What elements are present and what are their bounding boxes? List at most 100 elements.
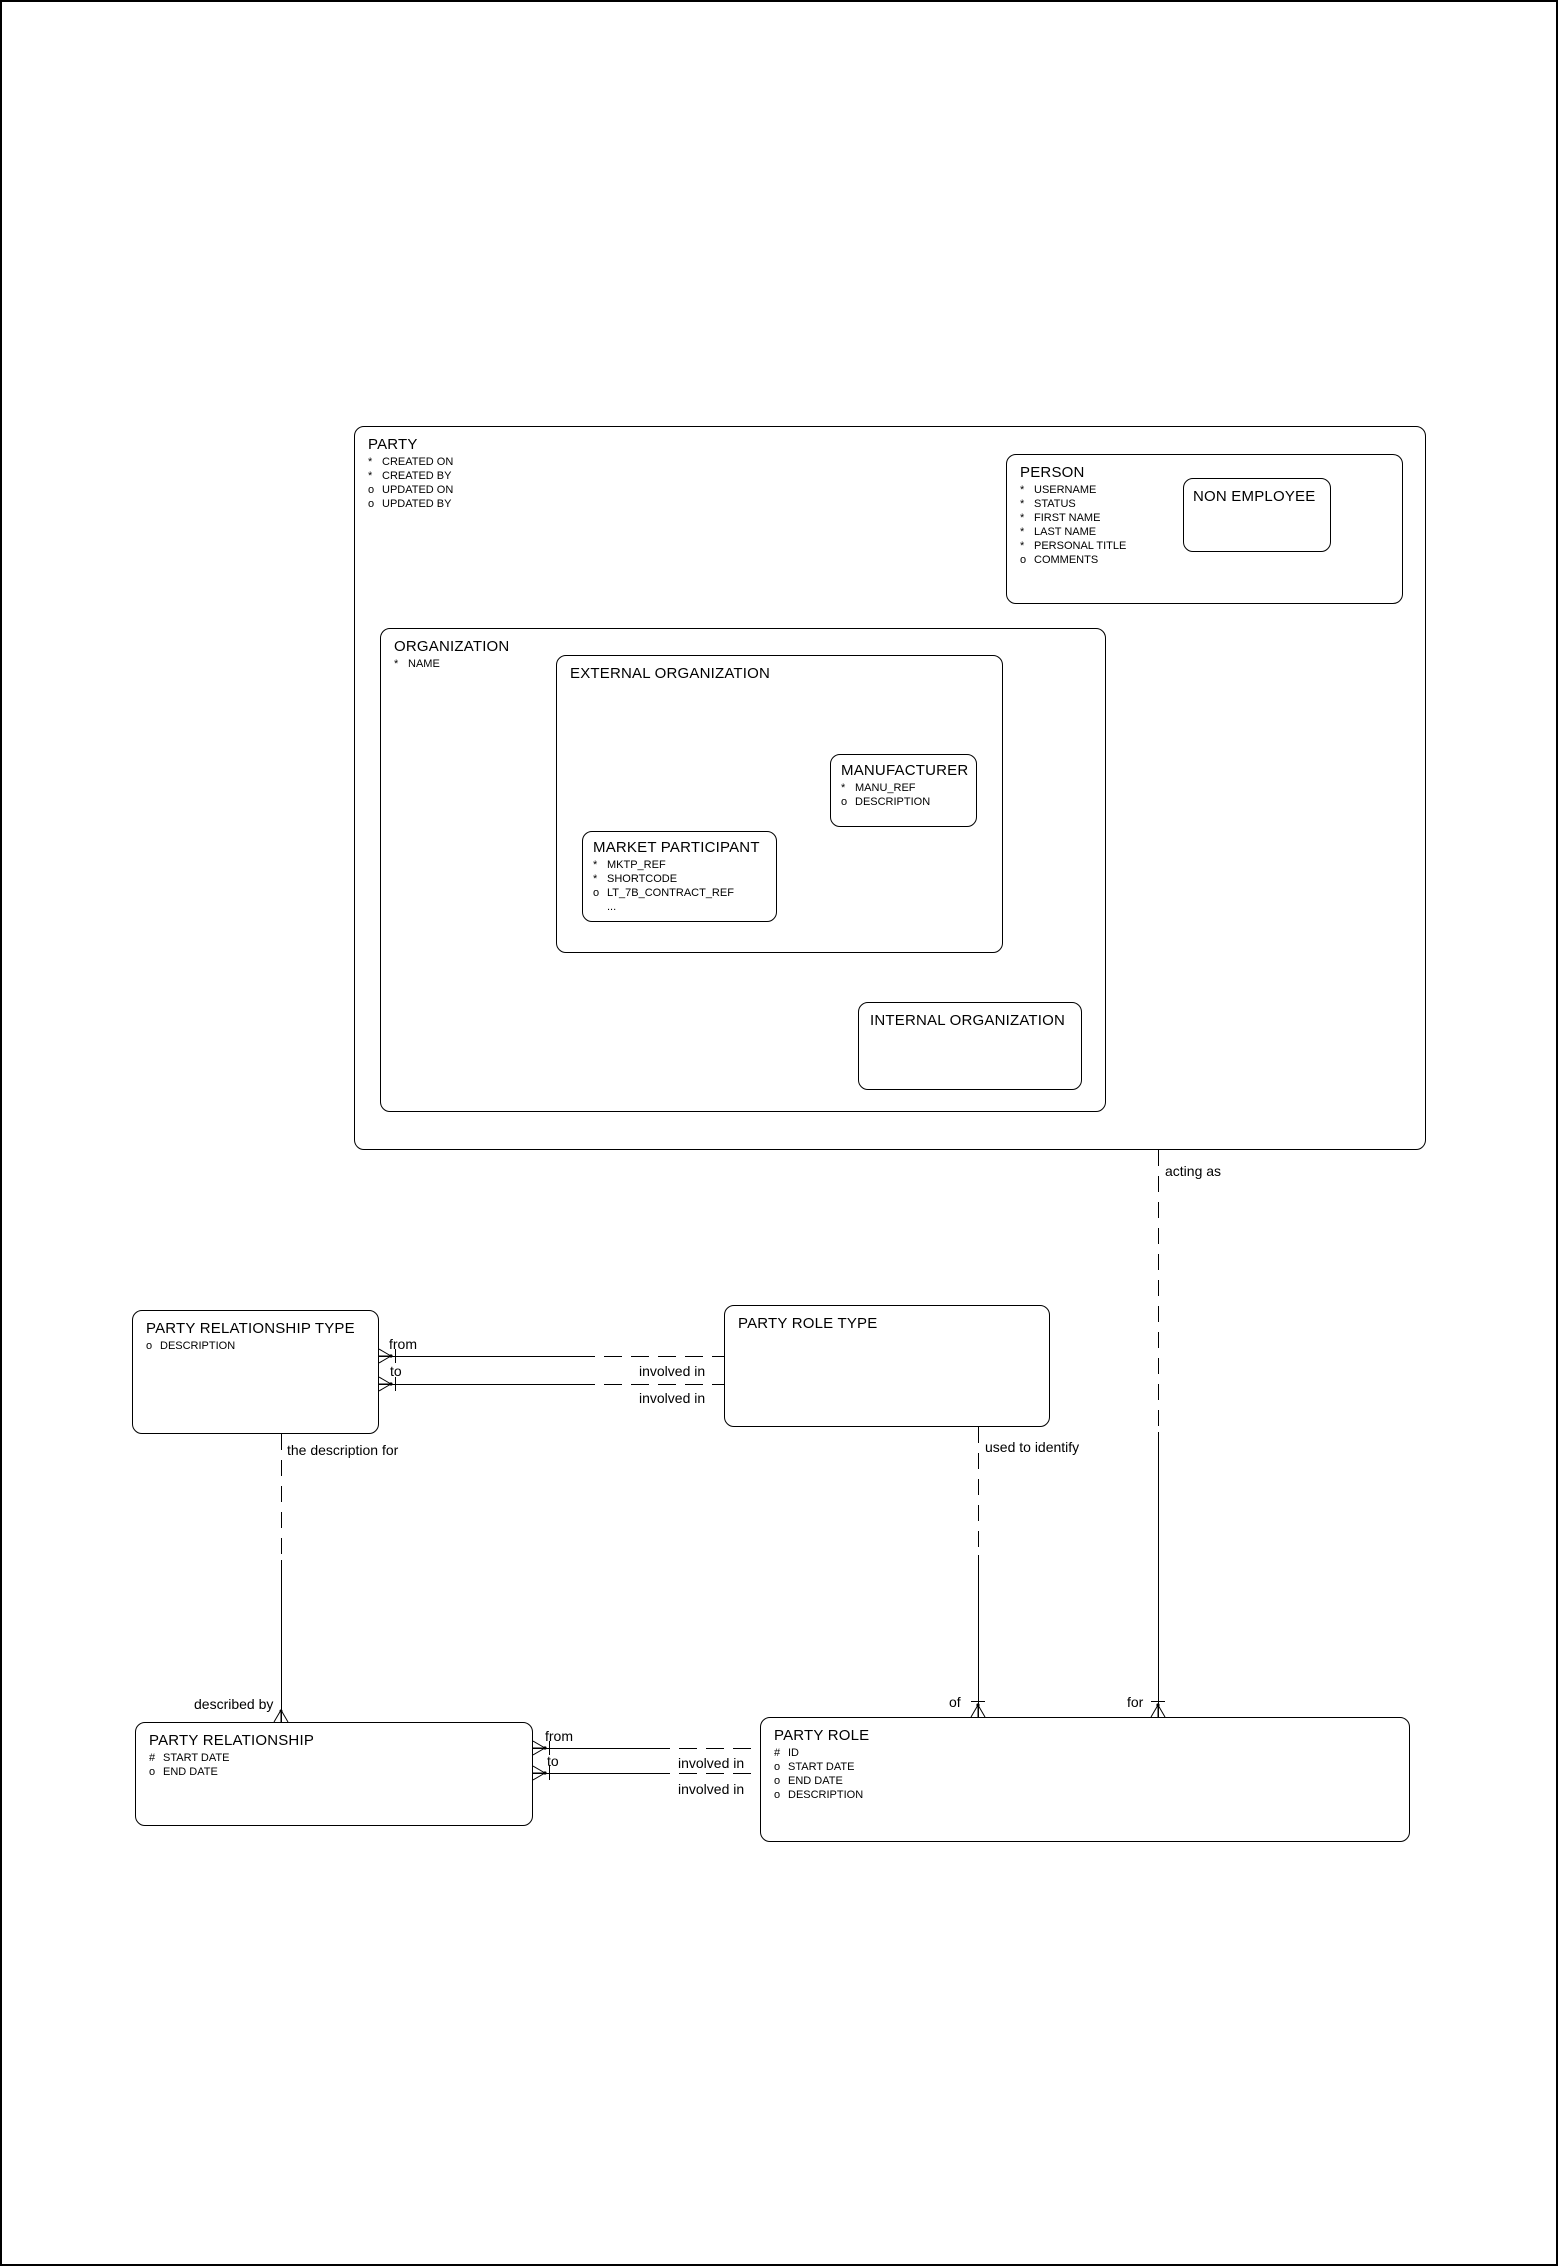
entity-title: MANUFACTURER bbox=[841, 762, 969, 779]
attribute-optionality: # bbox=[774, 1747, 781, 1759]
rel-line-acting-solid bbox=[1158, 1432, 1159, 1717]
attribute-optionality: * bbox=[1020, 484, 1025, 496]
attribute-optionality: o bbox=[368, 484, 375, 496]
attribute-row: * USERNAME bbox=[1007, 483, 1402, 497]
rel-line-type-from-dashed bbox=[577, 1356, 724, 1357]
attribute-row: * PERSONAL TITLE bbox=[1007, 539, 1402, 553]
entity-title: INTERNAL ORGANIZATION bbox=[870, 1012, 1066, 1029]
rel-label-described-by: described by bbox=[194, 1696, 274, 1712]
attribute-row: *STATUS bbox=[1007, 497, 1402, 511]
entity-party-relationship: PARTY RELATIONSHIP # START DATE o END DATE bbox=[135, 1722, 533, 1826]
entity-title: PARTY ROLE bbox=[774, 1727, 870, 1744]
attribute-optionality: o bbox=[593, 887, 600, 899]
attribute-optionality: * bbox=[593, 873, 598, 885]
rel-label-involved-in: involved in bbox=[639, 1363, 706, 1379]
attribute-optionality: o bbox=[774, 1789, 781, 1801]
entity-title: ORGANIZATION bbox=[394, 638, 510, 655]
rel-label-from: from bbox=[545, 1728, 573, 1744]
attribute-row: * SHORTCODE bbox=[583, 872, 776, 886]
attribute-name: UPDATED ON bbox=[382, 484, 454, 496]
attribute-row: *MANU_REF bbox=[831, 781, 976, 795]
rel-label-of: of bbox=[949, 1694, 961, 1710]
crowfoot-many-uid-icon bbox=[970, 1698, 986, 1718]
attribute-optionality: o bbox=[368, 498, 375, 510]
attribute-optionality: * bbox=[1020, 498, 1025, 510]
rel-label-involved-in: involved in bbox=[678, 1755, 745, 1771]
rel-line-description-solid bbox=[281, 1560, 282, 1722]
entity-non-employee: NON EMPLOYEE bbox=[1183, 478, 1331, 552]
attribute-name: SHORTCODE bbox=[607, 873, 678, 885]
attribute-row: * NAME bbox=[381, 657, 1105, 671]
attribute-optionality: * bbox=[368, 470, 373, 482]
attribute-optionality: * bbox=[593, 859, 598, 871]
attribute-optionality: * bbox=[1020, 526, 1025, 538]
attribute-optionality: # bbox=[149, 1752, 156, 1764]
entity-party-role-type: PARTY ROLE TYPE bbox=[724, 1305, 1050, 1427]
attribute-name: NAME bbox=[408, 658, 440, 670]
entity-external-organization: EXTERNAL ORGANIZATION bbox=[556, 655, 1003, 953]
entity-person: PERSON * USERNAME *STATUS * FIRST NAME * LA… bbox=[1006, 454, 1403, 604]
rel-line-rel-to-solid bbox=[533, 1773, 652, 1774]
attribute-optionality: o bbox=[149, 1766, 156, 1778]
attribute-optionality: * bbox=[394, 658, 399, 670]
attribute-name: DESCRIPTION bbox=[788, 1789, 864, 1801]
rel-label-involved-in: involved in bbox=[678, 1781, 745, 1797]
attribute-name: UPDATED BY bbox=[382, 498, 452, 510]
attribute-name: START DATE bbox=[163, 1752, 230, 1764]
attribute-name: MKTP_REF bbox=[607, 859, 666, 871]
rel-label-for: for bbox=[1127, 1694, 1144, 1710]
attribute-name: USERNAME bbox=[1034, 484, 1097, 496]
rel-line-type-to-solid bbox=[379, 1384, 577, 1385]
rel-line-description-dashed bbox=[281, 1434, 282, 1560]
attribute-name: CREATED ON bbox=[382, 456, 454, 468]
attribute-row: # START DATE bbox=[136, 1751, 532, 1765]
attribute-name: END DATE bbox=[163, 1766, 218, 1778]
rel-line-type-from-solid bbox=[379, 1356, 577, 1357]
rel-line-type-to-dashed bbox=[577, 1384, 724, 1385]
attribute-name: PERSONAL TITLE bbox=[1034, 540, 1127, 552]
rel-line-identify-dashed bbox=[978, 1427, 979, 1555]
rel-label-used-to-identify: used to identify bbox=[985, 1439, 1080, 1455]
entity-title: PERSON bbox=[1020, 464, 1085, 481]
attribute-name: START DATE bbox=[788, 1761, 855, 1773]
attribute-name: CREATED BY bbox=[382, 470, 452, 482]
crowfoot-many-icon bbox=[379, 1348, 399, 1364]
attribute-name: END DATE bbox=[788, 1775, 843, 1787]
attribute-name: MANU_REF bbox=[855, 782, 916, 794]
entity-title: EXTERNAL ORGANIZATION bbox=[570, 665, 771, 682]
rel-line-identify-solid bbox=[978, 1555, 979, 1717]
entity-internal-organization: INTERNAL ORGANIZATION bbox=[858, 1002, 1082, 1090]
attribute-row: ... bbox=[583, 900, 776, 914]
entity-market-participant: MARKET PARTICIPANT *MKTP_REF *SHORTCODE … bbox=[582, 831, 777, 922]
crowfoot-many-icon bbox=[273, 1709, 289, 1723]
attribute-name: LAST NAME bbox=[1034, 526, 1097, 538]
rel-label-to: to bbox=[547, 1753, 559, 1769]
entity-organization: ORGANIZATION * NAME bbox=[380, 628, 1106, 1112]
entity-title: PARTY RELATIONSHIP TYPE bbox=[146, 1320, 355, 1337]
attribute-row: o DESCRIPTION bbox=[761, 1788, 1409, 1802]
rel-line-acting-dashed bbox=[1158, 1150, 1159, 1432]
attribute-optionality: * bbox=[1020, 512, 1025, 524]
attribute-row: o UPDATED BY bbox=[355, 497, 1425, 511]
crowfoot-many-icon bbox=[379, 1376, 399, 1392]
attribute-row: * MKTP_REF bbox=[583, 858, 776, 872]
attribute-optionality: * bbox=[368, 456, 373, 468]
attribute-row: # ID bbox=[761, 1746, 1409, 1760]
entity-title: PARTY RELATIONSHIP bbox=[149, 1732, 315, 1749]
attribute-optionality: o bbox=[1020, 554, 1027, 566]
attribute-name: LT_7B_CONTRACT_REF bbox=[607, 887, 734, 899]
attribute-row: * CREATED BY bbox=[355, 469, 1425, 483]
rel-line-rel-to-dashed bbox=[652, 1773, 760, 1774]
attribute-name: FIRST NAME bbox=[1034, 512, 1101, 524]
crowfoot-many-icon bbox=[533, 1740, 553, 1756]
attribute-row: * FIRST NAME bbox=[1007, 511, 1402, 525]
attribute-name: COMMENTS bbox=[1034, 554, 1099, 566]
attribute-optionality: * bbox=[1020, 540, 1025, 552]
attribute-name: ID bbox=[788, 1747, 799, 1759]
